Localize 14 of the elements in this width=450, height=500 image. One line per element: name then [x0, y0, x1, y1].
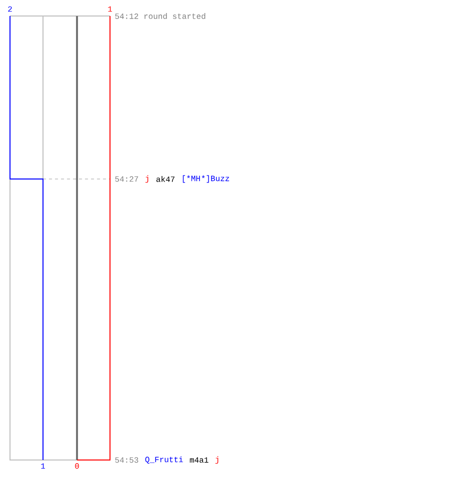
player-name: [*MH	[182, 175, 200, 183]
weapon-name: m4a1	[190, 457, 208, 463]
score-count: 1	[41, 463, 45, 469]
timestamp: 54:27	[115, 176, 138, 182]
team-marker: j	[215, 456, 218, 464]
timestamp: 54:53	[115, 457, 138, 463]
player-name: *]Buzz	[202, 175, 230, 183]
weapon-name: ak47	[156, 176, 174, 182]
player-name: Q_Frutti	[145, 456, 183, 464]
team-marker: j	[145, 175, 148, 183]
event-text: 54:12 round started	[115, 13, 206, 19]
score-count: 0	[75, 463, 79, 469]
score-count: 2	[8, 6, 12, 12]
score-count: 1	[108, 6, 112, 12]
